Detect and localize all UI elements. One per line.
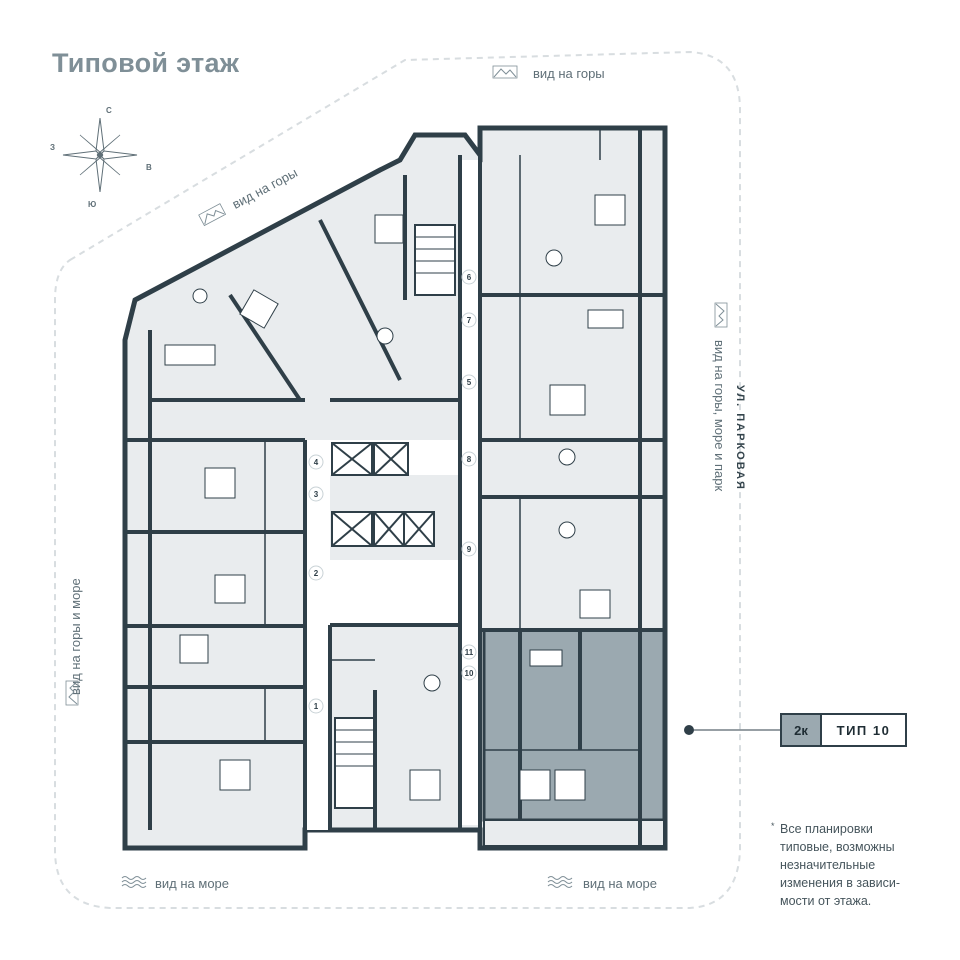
waves-icon: [547, 876, 573, 888]
apartment-number-11: 11: [461, 644, 477, 660]
apartment-numbers: 1 2 3 4 5 6 7 8 9 10 11: [308, 269, 477, 714]
mountain-icon: [714, 302, 728, 328]
legend-type: ТИП 10: [836, 722, 891, 738]
compass-west: З: [50, 143, 55, 152]
mountain-icon: [492, 65, 518, 79]
compass-east: В: [146, 163, 152, 172]
apartment-number-label: 10: [465, 669, 474, 678]
apartment-number-label: 2: [314, 569, 319, 578]
view-label-left: вид на горы и море: [68, 578, 83, 695]
apartment-number-2: 2: [308, 565, 324, 581]
building: [122, 125, 668, 851]
apartment-number-5: 5: [461, 374, 477, 390]
compass-icon: [62, 117, 138, 193]
apartment-number-label: 6: [467, 273, 472, 282]
street-label: УЛ. ПАРКОВАЯ: [734, 385, 746, 491]
legend-rooms: 2к: [782, 715, 822, 745]
apartment-number-label: 1: [314, 702, 319, 711]
compass-south: Ю: [88, 200, 96, 209]
disclaimer-note: Все планировки типовые, возможны незначи…: [780, 822, 901, 908]
legend-connector: [684, 725, 780, 735]
view-label-top-left: вид на горы: [230, 165, 300, 212]
apartment-type-legend[interactable]: 2к ТИП 10: [780, 713, 907, 747]
apartment-number-10: 10: [461, 665, 477, 681]
apartment-number-label: 9: [467, 545, 472, 554]
apartment-number-label: 3: [314, 490, 319, 499]
apartment-number-label: 4: [314, 458, 319, 467]
view-label-top: вид на горы: [533, 66, 605, 81]
mountain-icon: [65, 680, 79, 706]
mountain-icon: [198, 203, 227, 227]
view-label-bottom-left: вид на море: [155, 876, 229, 891]
apartment-number-label: 11: [465, 648, 474, 657]
note-asterisk: *: [771, 821, 775, 831]
view-label-right: вид на горы, море и парк: [712, 340, 727, 491]
apartment-number-label: 5: [467, 378, 472, 387]
apartment-number-label: 8: [467, 455, 472, 464]
waves-icon: [121, 876, 147, 888]
apartment-number-9: 9: [461, 541, 477, 557]
apartment-number-7: 7: [461, 312, 477, 328]
page-title: Типовой этаж: [52, 48, 240, 78]
apartment-number-6: 6: [461, 269, 477, 285]
apartment-number-4: 4: [308, 454, 324, 470]
apartment-number-3: 3: [308, 486, 324, 502]
site-boundary: [54, 50, 741, 909]
corridor: [460, 160, 480, 825]
apartment-number-1: 1: [308, 698, 324, 714]
apartment-number-8: 8: [461, 451, 477, 467]
apartment-number-label: 7: [467, 316, 472, 325]
compass-north: С: [106, 106, 112, 115]
view-label-bottom-right: вид на море: [583, 876, 657, 891]
